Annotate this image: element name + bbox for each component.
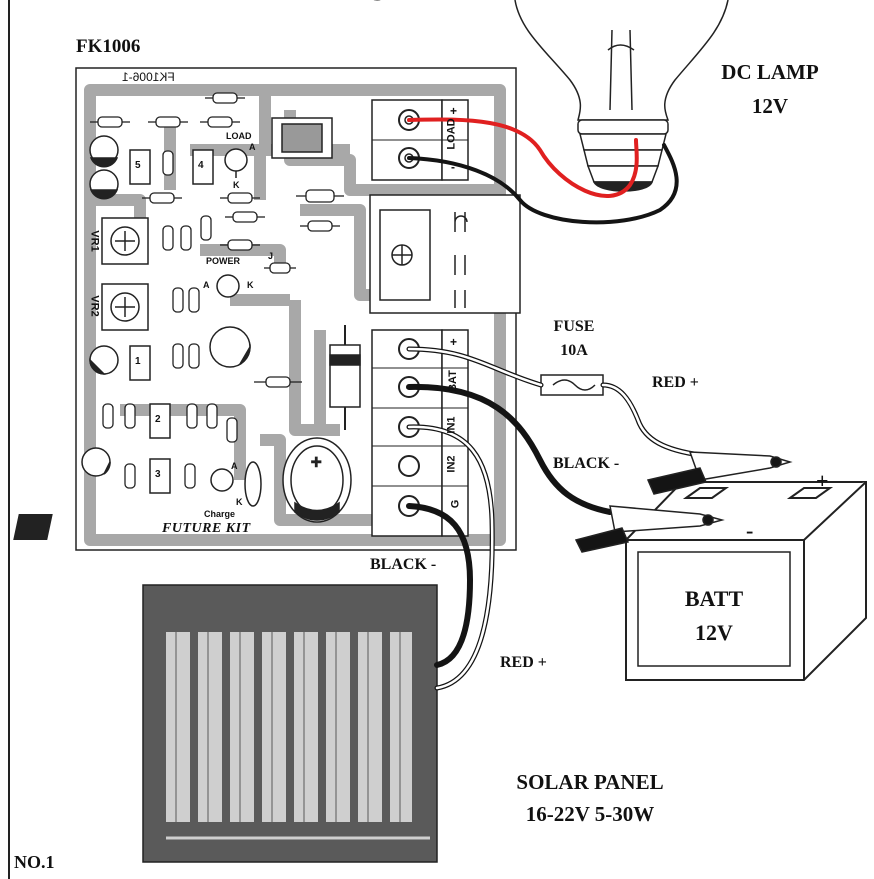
led-power-label: POWER bbox=[206, 256, 241, 266]
ic5-label: 5 bbox=[135, 160, 141, 171]
trimmer-vr1-label: VR1 bbox=[88, 230, 101, 252]
wires bbox=[406, 117, 703, 691]
board-silk-code: FK1006-1 bbox=[122, 70, 175, 84]
power-diode bbox=[329, 325, 361, 430]
battery-voltage: 12V bbox=[695, 620, 733, 645]
ic2-label: 2 bbox=[155, 414, 161, 425]
battery-black-wire bbox=[406, 383, 613, 515]
lamp-voltage: 12V bbox=[751, 94, 789, 118]
panel-red-wire-label: RED + bbox=[500, 654, 547, 671]
terminal-block-load bbox=[371, 99, 469, 181]
led-load-cathode: K bbox=[233, 180, 240, 190]
terminal-in1-label: IN1 bbox=[445, 416, 458, 434]
small-capacitors bbox=[81, 135, 251, 477]
terminal-load-minus: - bbox=[451, 160, 455, 174]
led-charge-anode: A bbox=[231, 461, 238, 471]
jumper-label: J bbox=[268, 251, 274, 261]
lamp-red-wire bbox=[407, 117, 639, 198]
dc-lamp bbox=[514, 0, 729, 192]
solar-panel-drawing bbox=[142, 584, 438, 863]
fuse-rating: 10A bbox=[560, 342, 588, 359]
ic1-label: 1 bbox=[135, 356, 141, 367]
terminal-bat-plus: + bbox=[450, 335, 458, 349]
led-charge-cathode: K bbox=[236, 497, 243, 507]
leds bbox=[210, 148, 262, 507]
terminal-bat-label: BAT bbox=[446, 370, 459, 392]
capacitor-large: + bbox=[282, 437, 352, 523]
led-load-anode: A bbox=[249, 142, 256, 152]
solar-panel-title: SOLAR PANEL bbox=[516, 770, 664, 794]
trimmer-vr2 bbox=[101, 283, 149, 331]
pcb-board: + bbox=[13, 67, 521, 551]
lamp-title: DC LAMP bbox=[721, 60, 819, 84]
integrated-circuits bbox=[129, 149, 214, 494]
page-title-fragment: g bbox=[370, 0, 385, 2]
led-power-anode: A bbox=[203, 280, 210, 290]
alligator-clip-black bbox=[574, 505, 725, 553]
led-load-label: LOAD bbox=[226, 131, 252, 141]
panel-black-wire bbox=[406, 503, 474, 668]
lamp-black-wire bbox=[407, 143, 679, 225]
alligator-clip-red bbox=[646, 451, 793, 495]
terminal-load-label: LOAD bbox=[445, 118, 458, 150]
ic4-label: 4 bbox=[198, 160, 204, 171]
battery-black-wire-label: BLACK - bbox=[553, 455, 620, 472]
battery-title: BATT bbox=[684, 586, 744, 611]
led-charge-label: Charge bbox=[204, 509, 236, 519]
terminal-load-plus: + bbox=[450, 104, 458, 118]
fuse-title: FUSE bbox=[553, 318, 595, 335]
future-kit-logo-mark bbox=[13, 514, 53, 540]
transistor-top bbox=[271, 117, 333, 159]
trimmer-vr1 bbox=[101, 217, 149, 265]
panel-black-wire-label: BLACK - bbox=[370, 556, 437, 573]
svg-text:+: + bbox=[311, 452, 322, 472]
cell-dividers bbox=[175, 632, 401, 822]
figure-number: NO.1 bbox=[14, 852, 55, 872]
battery-plus-label: + bbox=[816, 468, 829, 493]
battery-minus-label: - bbox=[746, 518, 754, 543]
led-power-cathode: K bbox=[247, 280, 254, 290]
resistors bbox=[90, 92, 344, 489]
fuse-holder bbox=[540, 374, 604, 396]
board-model-label: FK1006 bbox=[76, 36, 141, 57]
battery-red-wire-label: RED + bbox=[652, 374, 699, 391]
solar-cells bbox=[166, 632, 412, 822]
trimmer-vr2-label: VR2 bbox=[88, 295, 101, 317]
brand-mark: F bbox=[134, 515, 148, 537]
solar-panel-spec: 16-22V 5-30W bbox=[525, 802, 655, 826]
terminal-ground-label: G bbox=[449, 499, 462, 509]
ic3-label: 3 bbox=[155, 469, 161, 480]
terminal-in2-label: IN2 bbox=[445, 455, 458, 473]
brand-name: FUTURE KIT bbox=[162, 521, 251, 536]
regulator-heatsink bbox=[369, 194, 521, 314]
